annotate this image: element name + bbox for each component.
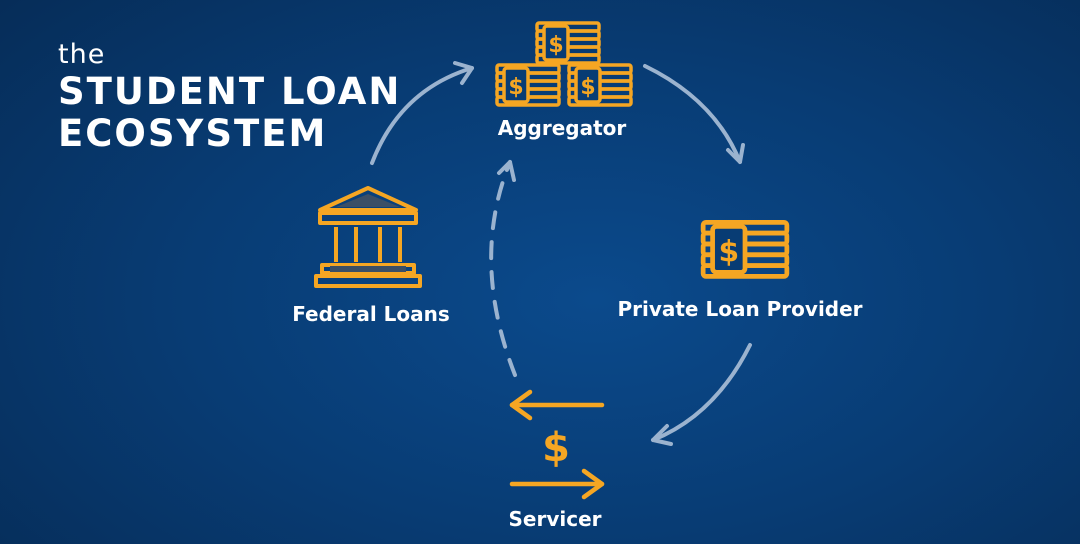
federal-loans-label: Federal Loans xyxy=(292,302,450,326)
arrow-federal-to-aggregator xyxy=(370,66,474,165)
arrow-aggregator-to-private xyxy=(643,64,742,164)
servicer-label: Servicer xyxy=(508,507,602,531)
bank-icon xyxy=(314,186,422,288)
arrow-private-to-servicer xyxy=(651,343,752,442)
exchange-icon xyxy=(509,389,605,500)
aggregator-label: Aggregator xyxy=(497,116,627,140)
private-loan-provider-label: Private Loan Provider xyxy=(617,297,863,321)
cash-stack-icon xyxy=(703,222,787,276)
title-line-1: STUDENT LOAN xyxy=(58,70,402,113)
dollar-icon: $ xyxy=(542,425,570,471)
arrow-servicer-to-aggregator-dashed xyxy=(489,160,517,377)
arrowhead-aggregator-dashed xyxy=(497,160,516,182)
title-line-2: ECOSYSTEM xyxy=(58,112,328,155)
arrowhead-servicer xyxy=(651,424,673,446)
arrowhead-private xyxy=(726,143,745,164)
title-prefix: the xyxy=(58,39,106,70)
arrowhead-aggregator xyxy=(453,61,474,85)
money-stacks-icon xyxy=(495,21,633,107)
diagram-title: the STUDENT LOAN ECOSYSTEM xyxy=(58,40,401,154)
